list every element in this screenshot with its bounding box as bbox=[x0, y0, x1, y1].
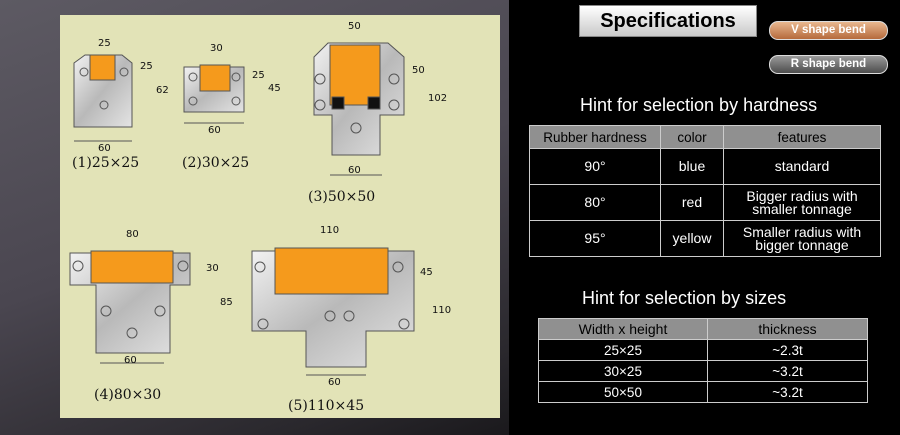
die-1 bbox=[73, 54, 133, 142]
die-label-1: (1)25×25 bbox=[72, 155, 140, 171]
table-row: 95° yellow Smaller radius with bigger to… bbox=[529, 220, 881, 257]
dim-4-width: 80 bbox=[126, 229, 139, 240]
dim-3-base: 60 bbox=[348, 165, 361, 176]
dim-1-base: 60 bbox=[98, 143, 111, 154]
header-thickness: thickness bbox=[707, 318, 868, 340]
table-row: 50×50 ~3.2t bbox=[538, 381, 868, 403]
dim-4-base: 60 bbox=[124, 355, 137, 366]
die-4 bbox=[69, 250, 191, 364]
table-row: 30×25 ~3.2t bbox=[538, 360, 868, 382]
die-5 bbox=[251, 247, 415, 376]
color-cell: yellow bbox=[660, 220, 724, 257]
header-width-height: Width x height bbox=[538, 318, 708, 340]
dim-3-total-height: 102 bbox=[428, 93, 448, 104]
dim-3-height: 50 bbox=[412, 65, 425, 76]
header-color: color bbox=[660, 125, 724, 149]
die-3 bbox=[313, 42, 405, 176]
size-cell: 50×50 bbox=[538, 381, 708, 403]
die-drawing: 25 25 62 60 30 25 45 60 50 50 102 60 80 … bbox=[60, 15, 500, 418]
r-shape-bend-button[interactable]: R shape bend bbox=[769, 55, 888, 74]
hardness-hint-title: Hint for selection by hardness bbox=[580, 95, 818, 115]
thickness-cell: ~2.3t bbox=[707, 339, 868, 361]
v-shape-bend-button[interactable]: V shape bend bbox=[769, 21, 888, 40]
die-label-2: (2)30×25 bbox=[182, 155, 250, 171]
dim-2-width: 30 bbox=[210, 43, 223, 54]
table-header-row: Rubber hardness color features bbox=[529, 125, 881, 149]
dim-2-base: 60 bbox=[208, 125, 221, 136]
thickness-cell: ~3.2t bbox=[707, 381, 868, 403]
features-cell: Smaller radius with bigger tonnage bbox=[723, 220, 881, 257]
features-cell: Bigger radius with smaller tonnage bbox=[723, 184, 881, 221]
dim-2-height: 25 bbox=[252, 70, 265, 81]
die-label-3: (3)50×50 bbox=[308, 189, 376, 205]
size-cell: 30×25 bbox=[538, 360, 708, 382]
dim-2-total-height: 45 bbox=[268, 83, 281, 94]
dim-4-total-height: 85 bbox=[220, 297, 233, 308]
thickness-cell: ~3.2t bbox=[707, 360, 868, 382]
table-header-row: Width x height thickness bbox=[538, 318, 868, 340]
header-features: features bbox=[723, 125, 881, 149]
dim-5-height: 45 bbox=[420, 267, 433, 278]
hardness-cell: 90° bbox=[529, 148, 661, 185]
table-row: 25×25 ~2.3t bbox=[538, 339, 868, 361]
sizes-hint-title: Hint for selection by sizes bbox=[582, 288, 787, 308]
dim-1-height: 25 bbox=[140, 61, 153, 72]
sizes-table: Width x height thickness 25×25 ~2.3t 30×… bbox=[538, 318, 868, 403]
hardness-cell: 80° bbox=[529, 184, 661, 221]
die-label-4: (4)80×30 bbox=[94, 387, 162, 403]
header-rubber-hardness: Rubber hardness bbox=[529, 125, 661, 149]
size-cell: 25×25 bbox=[538, 339, 708, 361]
die-2 bbox=[183, 64, 245, 124]
dim-5-width: 110 bbox=[320, 225, 340, 236]
specifications-title: Specifications bbox=[579, 5, 757, 37]
table-row: 80° red Bigger radius with smaller tonna… bbox=[529, 184, 881, 221]
hardness-cell: 95° bbox=[529, 220, 661, 257]
die-diagram-svg bbox=[69, 42, 415, 376]
dim-4-height: 30 bbox=[206, 263, 219, 274]
color-cell: blue bbox=[660, 148, 724, 185]
table-row: 90° blue standard bbox=[529, 148, 881, 185]
dim-1-total-height: 62 bbox=[156, 85, 169, 96]
dim-5-base: 60 bbox=[328, 377, 341, 388]
dim-5-total-height: 110 bbox=[432, 305, 452, 316]
dim-1-width: 25 bbox=[98, 38, 111, 49]
color-cell: red bbox=[660, 184, 724, 221]
dim-3-width: 50 bbox=[348, 21, 361, 32]
features-cell: standard bbox=[723, 148, 881, 185]
die-label-5: (5)110×45 bbox=[288, 398, 365, 414]
hardness-table: Rubber hardness color features 90° blue … bbox=[529, 125, 881, 257]
